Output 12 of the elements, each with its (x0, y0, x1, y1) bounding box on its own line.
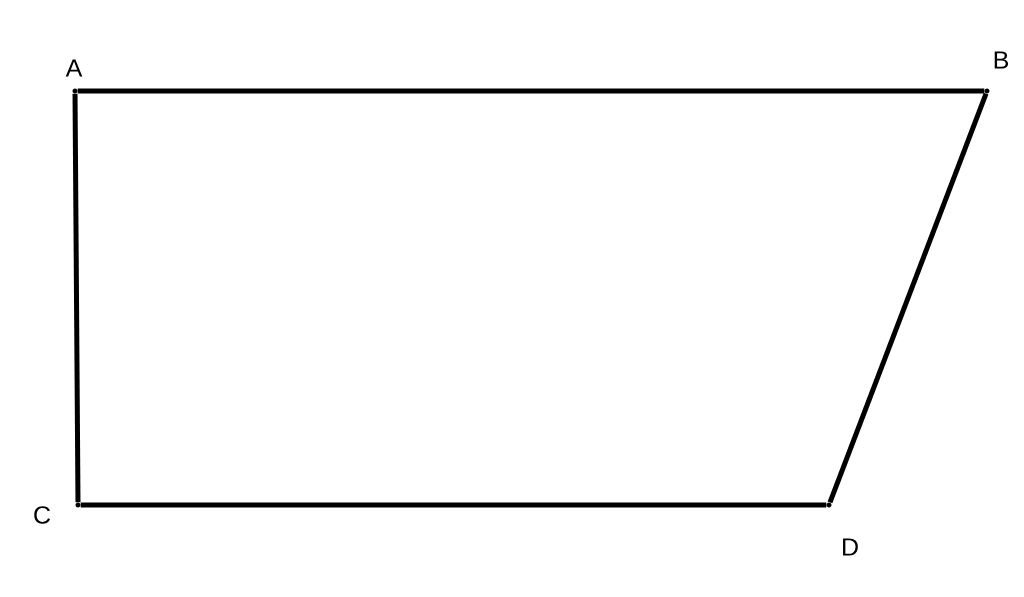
vertex-point (826, 502, 832, 508)
vertex-label: A (65, 59, 83, 77)
vertex-point (75, 502, 81, 508)
vertex-label: C (34, 506, 51, 524)
line-segment (72, 93, 81, 503)
line-segment (827, 92, 989, 504)
vertex-label: B (994, 51, 1009, 69)
line-segment (80, 502, 827, 508)
vertex-label: D (843, 538, 858, 556)
vertex-point (72, 88, 78, 94)
line-segment (77, 88, 985, 94)
vertex-point (984, 88, 990, 94)
